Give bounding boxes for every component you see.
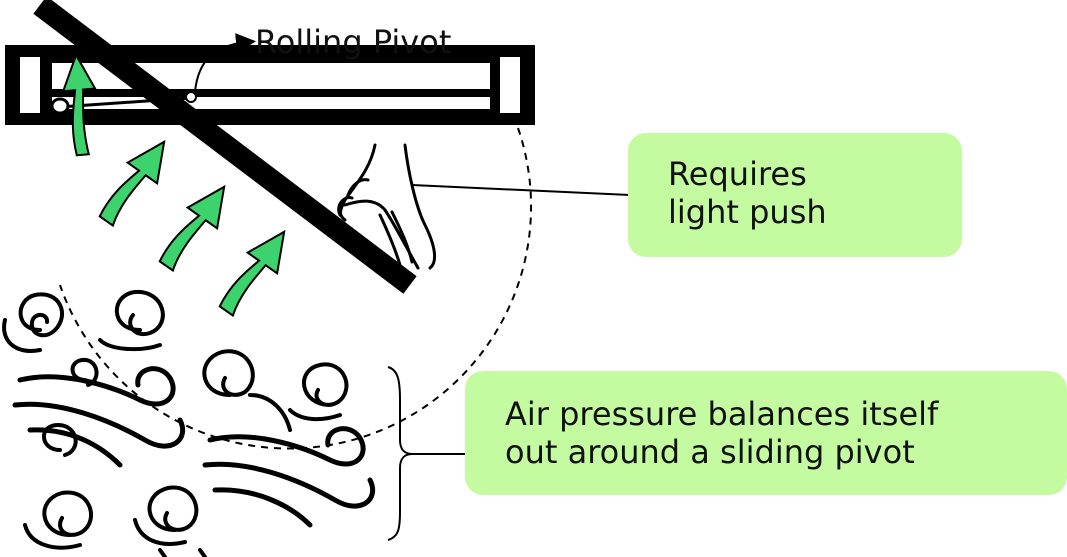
pivot-pointer-arrow <box>194 33 256 93</box>
up-arrow-icon <box>158 184 226 273</box>
up-arrow-icon <box>218 229 286 318</box>
wind-swirl-icon <box>23 490 93 550</box>
wind-swirl-icon <box>98 289 165 352</box>
push-connector <box>411 184 631 196</box>
wind-swirl-icon <box>12 366 185 468</box>
sash-bar-icon <box>33 0 417 294</box>
swing-arc <box>59 127 533 450</box>
up-arrow-icon <box>98 139 166 228</box>
wind-swirls <box>2 289 375 557</box>
wind-swirl-icon <box>42 357 99 457</box>
wind-swirl-icon <box>2 292 65 353</box>
requires-push-callout: Requires light push <box>628 133 962 257</box>
callout-line: Air pressure balances itself <box>505 395 939 433</box>
wind-swirl-icon <box>202 426 375 528</box>
rolling-pivot-label: Rolling Pivot <box>255 23 452 61</box>
wind-swirl-icon <box>288 362 349 422</box>
wind-swirl-icon <box>202 349 292 432</box>
wind-swirl-icon <box>133 485 207 557</box>
callout-line: Requires <box>668 155 807 193</box>
air-pressure-callout: Air pressure balances itself out around … <box>465 371 1067 495</box>
hand-icon <box>337 143 437 270</box>
brace-icon <box>387 366 413 541</box>
callout-line: light push <box>668 193 827 231</box>
up-arrow-icon <box>61 52 97 157</box>
green-arrows <box>61 52 286 318</box>
callout-line: out around a sliding pivot <box>505 433 915 471</box>
